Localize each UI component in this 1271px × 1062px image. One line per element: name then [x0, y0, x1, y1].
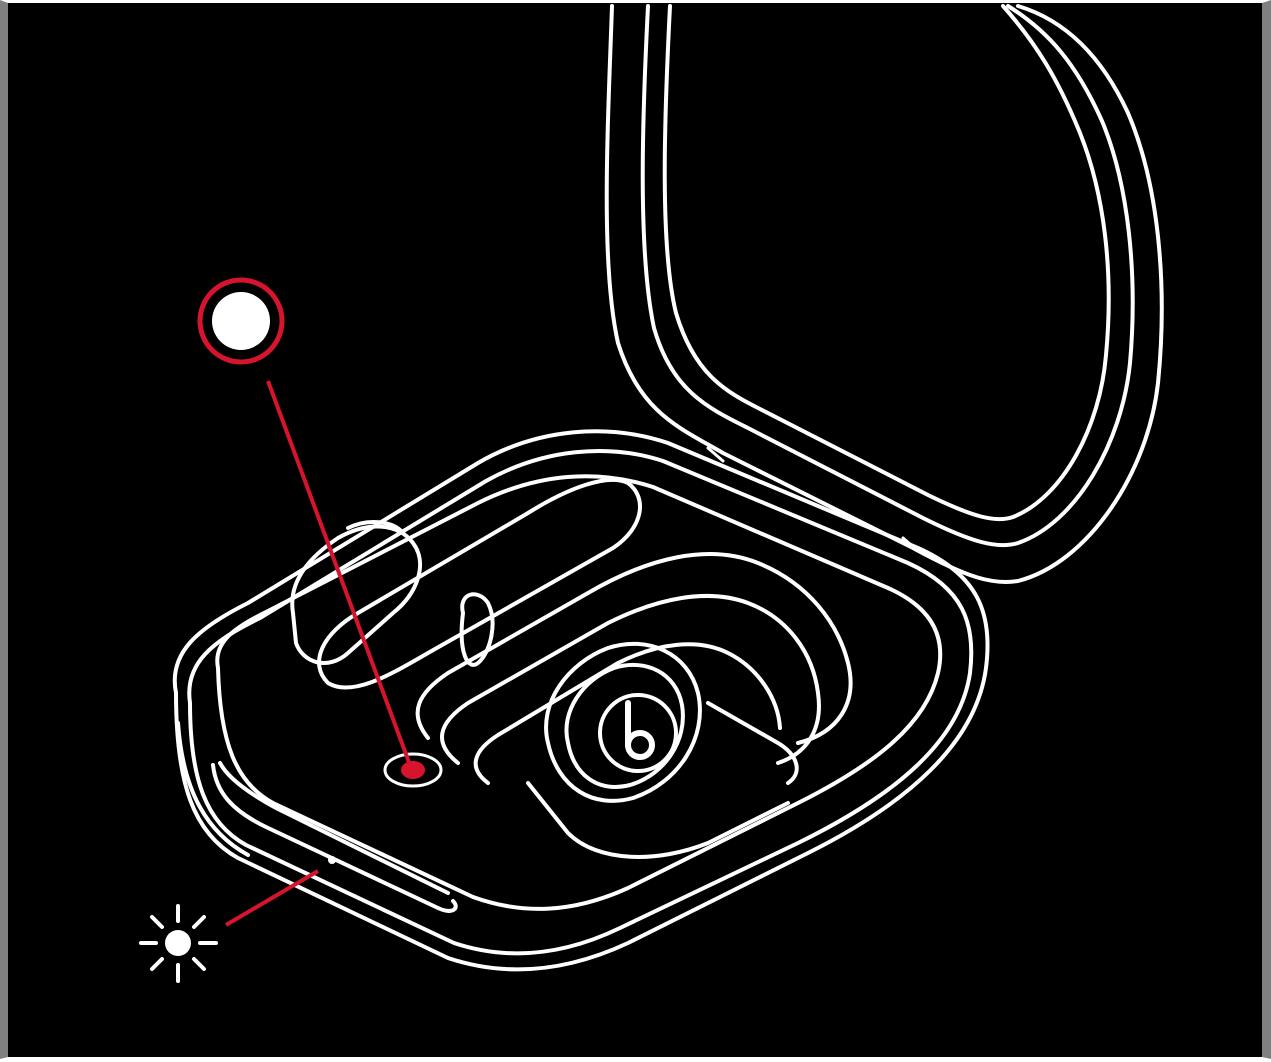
case-button	[385, 754, 441, 786]
button-callout-line	[268, 381, 410, 765]
light-icon	[141, 906, 216, 981]
status-indicator-light	[328, 856, 336, 864]
button-icon	[200, 280, 282, 362]
case-base	[175, 431, 988, 969]
right-earbud	[418, 554, 851, 857]
beats-logo	[600, 695, 676, 771]
case-illustration	[8, 3, 1271, 1062]
light-callout-line	[226, 871, 318, 925]
case-lid	[607, 6, 1162, 582]
